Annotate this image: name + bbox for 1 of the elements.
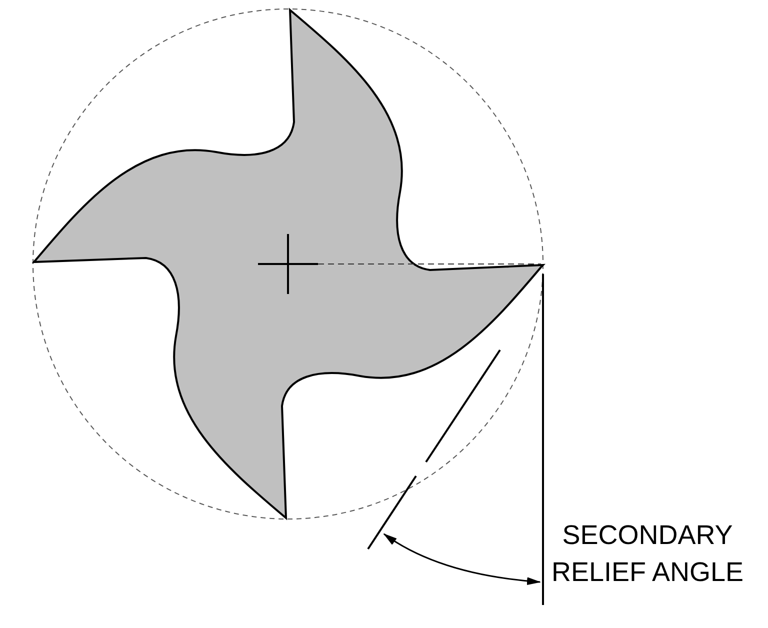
angle-label: SECONDARY RELIEF ANGLE: [550, 519, 745, 589]
